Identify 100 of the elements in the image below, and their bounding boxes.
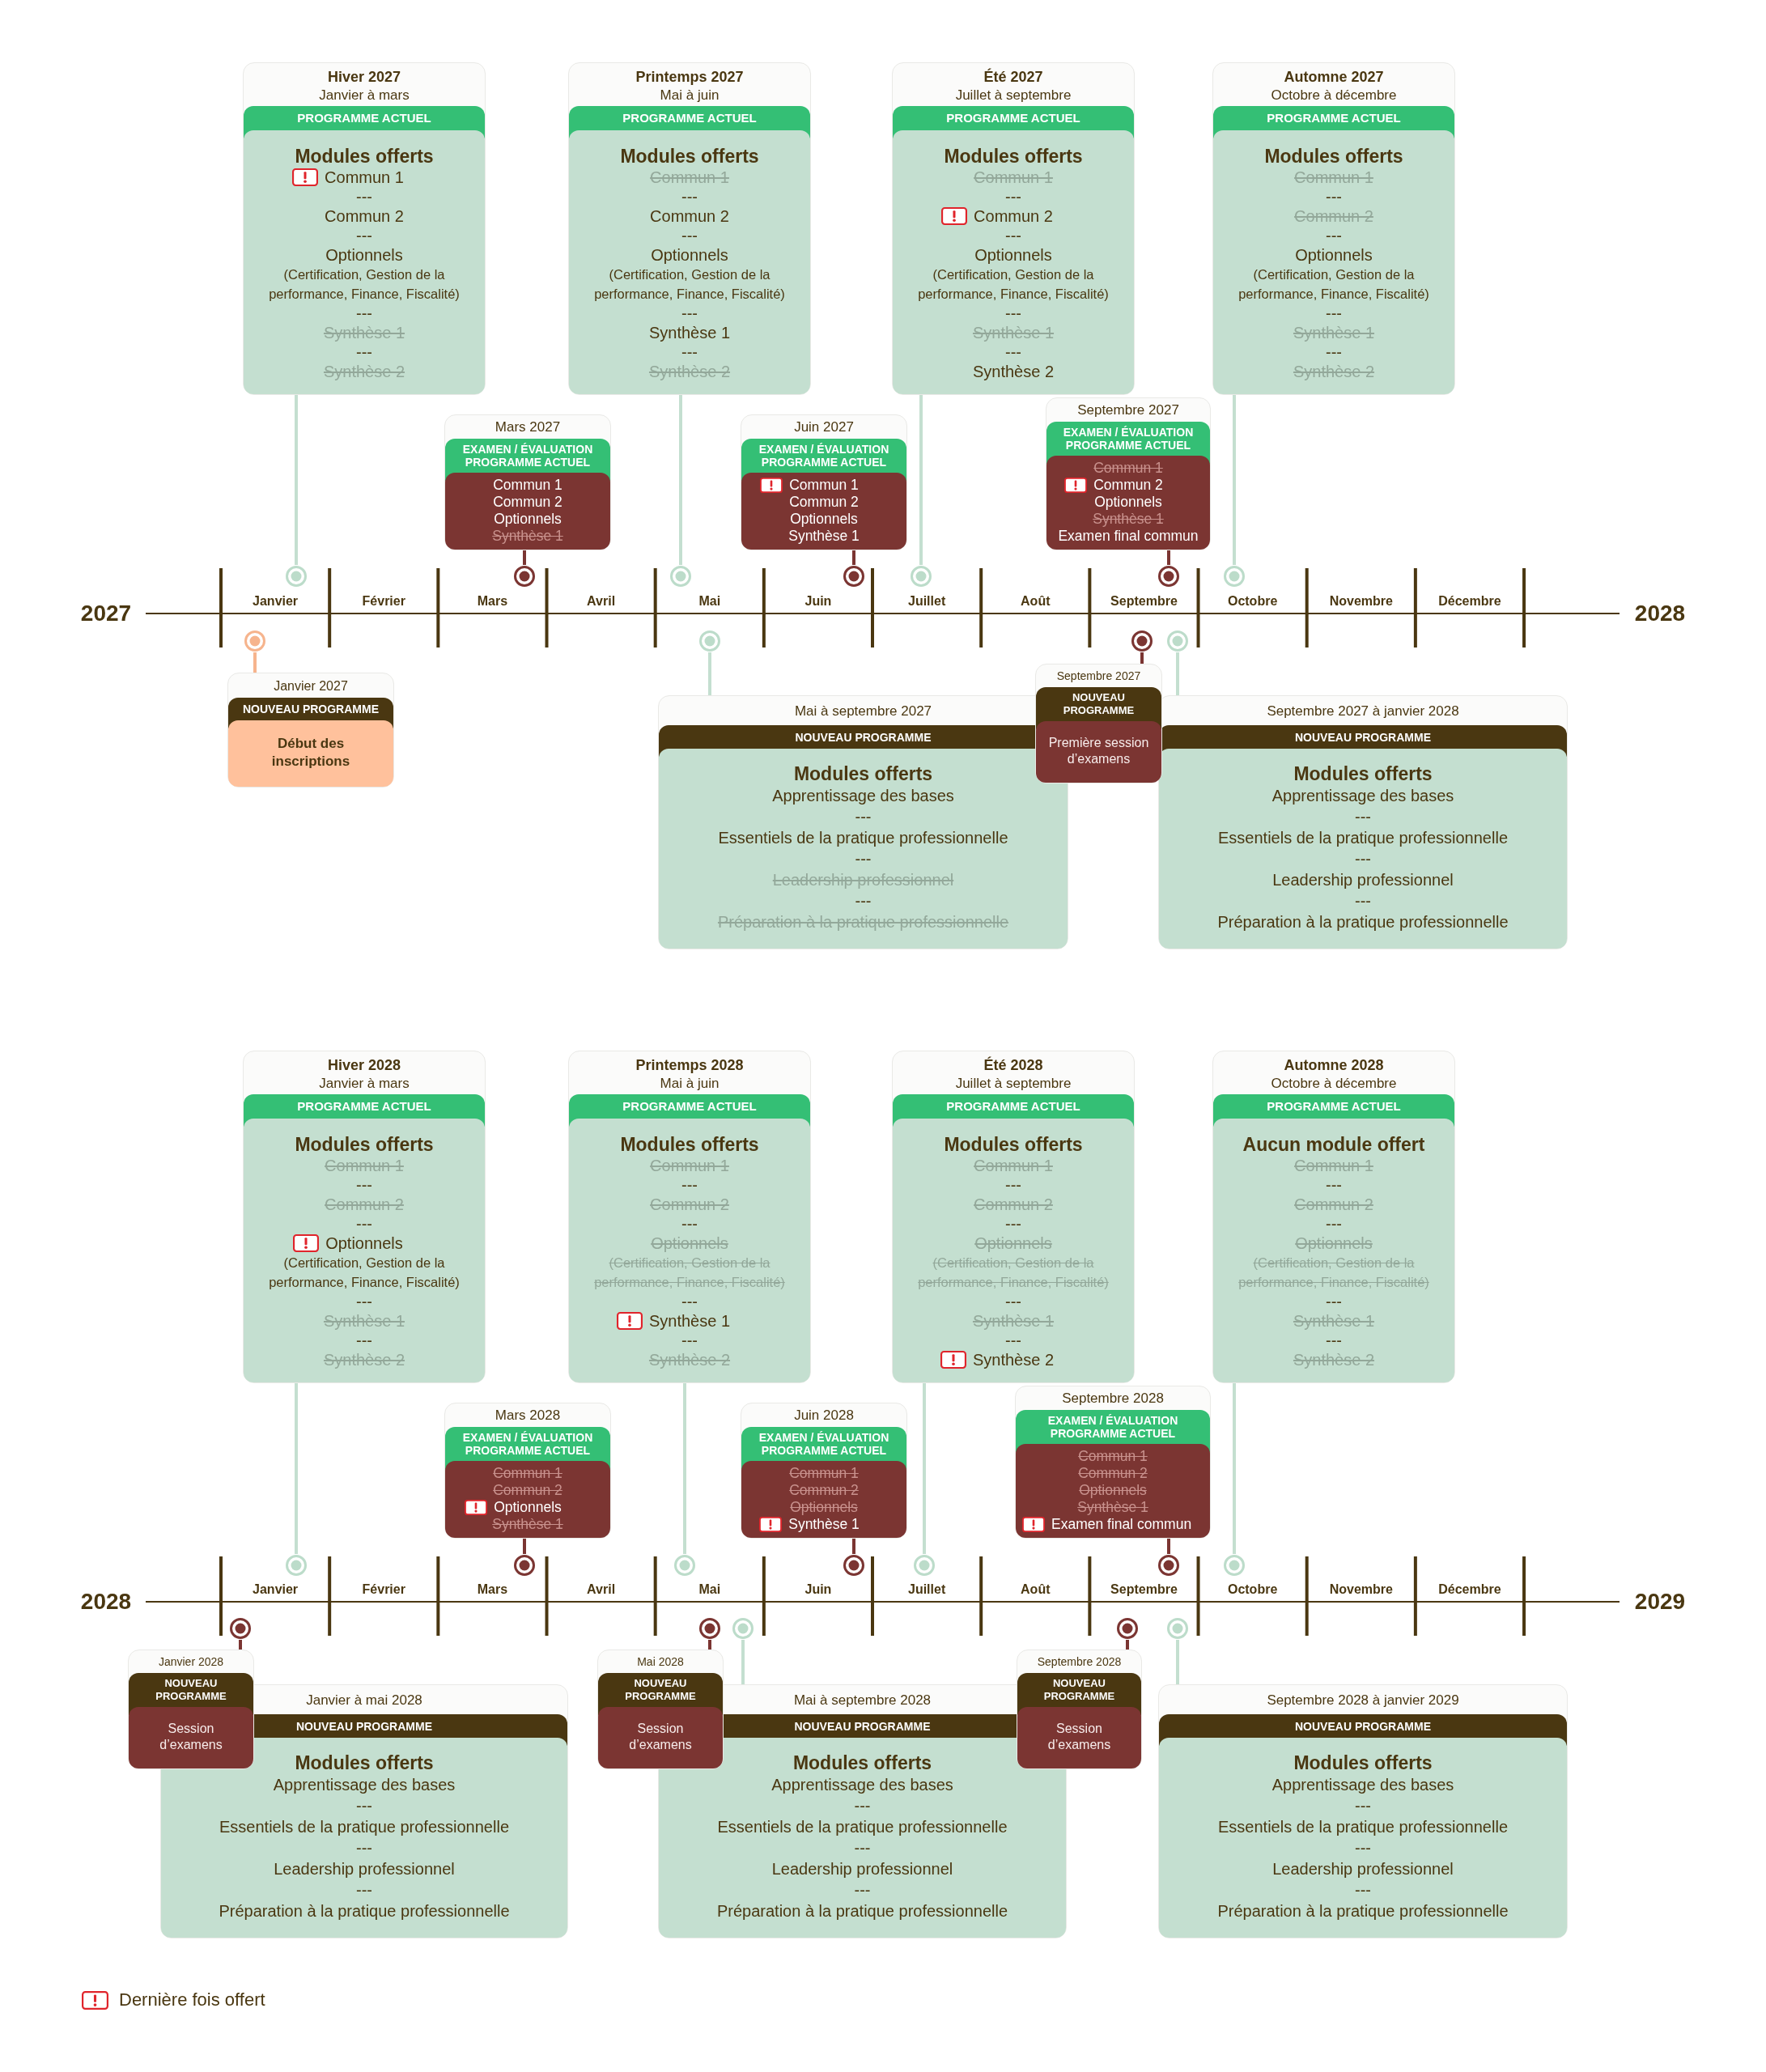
separator-text: ---: [1005, 342, 1021, 362]
section-heading: Modules offerts: [793, 762, 933, 785]
separator-text: ---: [356, 342, 372, 362]
program-card: [1158, 695, 1568, 949]
separator-text: ---: [1355, 849, 1371, 869]
section-heading: Modules offerts: [620, 145, 759, 168]
module-name: Synthèse 1: [648, 1311, 731, 1331]
session-card: [1017, 1650, 1142, 1769]
date-range: Juillet à septembre: [955, 1076, 1072, 1091]
module-name: Commun 1: [1093, 460, 1163, 477]
module-name: Commun 1: [325, 168, 404, 187]
module-name: Optionnels: [325, 1233, 403, 1253]
band-label: PROGRAMME ACTUEL: [465, 1444, 591, 1457]
exam-date: Septembre 2028: [1037, 1655, 1122, 1668]
separator-text: ---: [1326, 1175, 1342, 1195]
separator-text: ---: [1005, 187, 1021, 206]
band-label: NOUVEAU PROGRAMME: [625, 1677, 696, 1702]
separator-text: ---: [356, 1292, 372, 1311]
module-name: Essentiels de la pratique professionnelle: [718, 828, 1008, 848]
date-range: Septembre 2028 à janvier 2029: [1267, 1692, 1459, 1708]
section-heading: Modules offerts: [295, 1133, 434, 1156]
section-heading: Modules offerts: [620, 1133, 759, 1156]
module-name: Essentiels de la pratique professionnelle: [1218, 828, 1508, 848]
separator-text: ---: [356, 1880, 372, 1900]
connector-line: [523, 1539, 526, 1554]
separator-text: ---: [855, 849, 872, 869]
separator-text: ---: [356, 1331, 372, 1350]
connector-line: [852, 550, 855, 565]
module-name: Commun 1: [789, 477, 859, 494]
month-label: Janvier: [253, 1582, 299, 1598]
month-label: Juin: [804, 593, 832, 609]
month-label: Mars: [477, 593, 508, 609]
timeline-marker: [698, 1617, 721, 1640]
band-label: EXAMEN / ÉVALUATION: [1047, 1414, 1178, 1427]
timeline-marker: [513, 565, 536, 588]
event-card: [227, 673, 394, 788]
band-label: NOUVEAU PROGRAMME: [1063, 691, 1135, 716]
timeline-marker: [913, 1554, 936, 1577]
band-label: NOUVEAU PROGRAMME: [155, 1677, 227, 1702]
band-label: PROGRAMME ACTUEL: [1065, 439, 1191, 452]
band-label: NOUVEAU PROGRAMME: [795, 731, 932, 744]
connector-line: [1233, 1383, 1236, 1554]
date-range: Janvier à mai 2028: [306, 1692, 422, 1708]
connector-line: [295, 395, 298, 565]
module-name: Commun 2: [493, 1482, 562, 1499]
module-name: Commun 2: [789, 494, 859, 511]
module-name: Synthèse 2: [972, 1350, 1055, 1369]
date-range: Janvier à mars: [319, 1076, 410, 1091]
separator-text: ---: [1355, 807, 1371, 827]
module-name: Essentiels de la pratique professionnelle: [219, 1817, 509, 1837]
connector-line: [1167, 1539, 1170, 1554]
section-heading: Modules offerts: [1293, 1751, 1433, 1774]
separator-text: ---: [681, 1292, 698, 1311]
exam-date: Septembre 2027: [1077, 402, 1179, 418]
band-label: NOUVEAU PROGRAMME: [1295, 1720, 1431, 1733]
band-label: PROGRAMME ACTUEL: [761, 456, 887, 469]
module-name: Essentiels de la pratique professionnelle: [1218, 1817, 1508, 1837]
timeline-marker: [1131, 630, 1153, 652]
exam-card: [444, 414, 611, 550]
timeline-marker: [1166, 1617, 1189, 1640]
connector-line: [523, 550, 526, 565]
separator-text: ---: [681, 304, 698, 323]
section-heading: Aucun module offert: [1242, 1133, 1425, 1156]
connector-line: [1140, 652, 1144, 664]
timeline-marker: [843, 1554, 865, 1577]
connector-line: [1176, 652, 1179, 695]
separator-text: ---: [1326, 1292, 1342, 1311]
module-name: Essentiels de la pratique professionnelle: [717, 1817, 1008, 1837]
separator-text: ---: [855, 807, 872, 827]
band-label: PROGRAMME ACTUEL: [297, 1099, 431, 1113]
exam-date: Janvier 2028: [158, 1655, 224, 1668]
date-range: Mai à septembre 2027: [794, 703, 932, 719]
month-label: Juillet: [908, 593, 946, 609]
module-name: Leadership professionnel: [274, 1859, 455, 1879]
band-label: PROGRAMME ACTUEL: [1267, 1099, 1401, 1113]
month-label: Octobre: [1227, 1582, 1278, 1598]
event-text: Session d’examens: [159, 1721, 223, 1753]
card-title: Automne 2027: [1284, 69, 1384, 85]
month-label: Juin: [804, 1582, 832, 1598]
event-text: Session d’examens: [1046, 1721, 1112, 1753]
separator-text: ---: [1326, 304, 1342, 323]
timeline-marker: [1223, 1554, 1246, 1577]
separator-text: ---: [681, 342, 698, 362]
date-range: Octobre à décembre: [1271, 1076, 1397, 1091]
date-range: Juillet à septembre: [955, 87, 1072, 103]
module-name: Commun 1: [1078, 1448, 1148, 1465]
module-name: Préparation à la pratique professionnelle: [1217, 1901, 1509, 1921]
band-label: EXAMEN / ÉVALUATION: [462, 443, 593, 456]
card-title: Été 2028: [983, 1057, 1043, 1073]
connector-line: [679, 395, 682, 565]
separator-text: ---: [1355, 1796, 1371, 1816]
module-name: Synthèse 1: [1077, 1499, 1148, 1516]
band-label: PROGRAMME ACTUEL: [622, 111, 757, 125]
season-card: [568, 62, 811, 395]
timeline-marker: [244, 630, 266, 652]
separator-text: ---: [1355, 1880, 1371, 1900]
module-description: (Certification, Gestion de la performance, Finance, Fiscalité): [268, 266, 461, 303]
band-label: NOUVEAU PROGRAMME: [1043, 1677, 1115, 1702]
exam-card: [741, 1403, 907, 1539]
module-name: Commun 2: [650, 206, 729, 226]
